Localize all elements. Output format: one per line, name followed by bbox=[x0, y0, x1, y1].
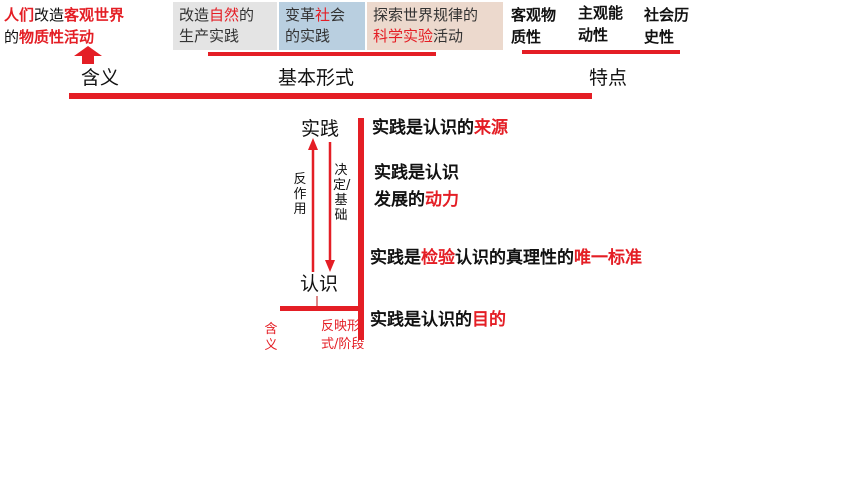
social-p1: 变革 bbox=[285, 6, 316, 24]
feature-3: 社会历史性 bbox=[644, 6, 690, 46]
definition-objective-world: 客观世界 bbox=[64, 6, 125, 24]
science-experiment: 科学实验 bbox=[373, 27, 434, 45]
feature-1: 客观物质性 bbox=[511, 6, 557, 46]
node-practice: 实践 bbox=[301, 118, 340, 140]
node-cognition: 认识 bbox=[300, 273, 339, 295]
science-tail: 活动 bbox=[433, 27, 464, 45]
production-line2: 生产实践 bbox=[179, 27, 240, 45]
form-social-box: 变革社会 的实践 bbox=[279, 2, 365, 50]
bottom-bar bbox=[280, 306, 358, 311]
definition-material-activity: 物质性活动 bbox=[19, 28, 95, 46]
bottom-meaning-label: 含义 bbox=[264, 322, 278, 353]
feature-2: 主观能动性 bbox=[578, 4, 624, 44]
heading-basic-forms: 基本形式 bbox=[278, 67, 355, 89]
science-line1: 探索世界规律的 bbox=[373, 6, 479, 24]
production-nature: 自然 bbox=[209, 6, 240, 24]
social-p3: 会 bbox=[330, 6, 346, 24]
form-production-box: 改造自然的 生产实践 bbox=[173, 2, 277, 50]
production-p1: 改造 bbox=[179, 6, 210, 24]
forms-underline bbox=[208, 52, 436, 56]
social-p2: 社 bbox=[315, 6, 331, 24]
definition-of: 的 bbox=[4, 28, 20, 46]
bottom-bar-tick bbox=[316, 296, 318, 306]
production-p3: 的 bbox=[239, 6, 255, 24]
statement-driving-force: 实践是认识 发展的动力 bbox=[374, 163, 459, 210]
heading-meaning: 含义 bbox=[81, 67, 120, 89]
definition-arrow-icon bbox=[70, 46, 106, 64]
bottom-reflection-label: 反映形式/阶段 bbox=[321, 319, 365, 352]
definition-text: 人们改造客观世界 的物质性活动 bbox=[4, 4, 174, 48]
heading-features: 特点 bbox=[589, 67, 628, 89]
down-arrow-label: 决定/基础 bbox=[333, 163, 351, 223]
statements-vertical-bar bbox=[358, 118, 364, 340]
social-line2: 的实践 bbox=[285, 27, 331, 45]
feedback-arrows bbox=[308, 138, 335, 272]
statement-purpose: 实践是认识的目的 bbox=[370, 310, 506, 330]
definition-transform: 改造 bbox=[34, 6, 65, 24]
definition-people: 人们 bbox=[4, 6, 35, 24]
statement-criterion: 实践是检验认识的真理性的唯一标准 bbox=[370, 248, 642, 268]
features-underline bbox=[522, 50, 680, 54]
statement-source: 实践是认识的来源 bbox=[372, 118, 508, 138]
up-arrow-label: 反作用 bbox=[293, 172, 307, 217]
form-science-box: 探索世界规律的 科学实验活动 bbox=[367, 2, 503, 50]
main-horizontal-bar bbox=[69, 93, 592, 99]
